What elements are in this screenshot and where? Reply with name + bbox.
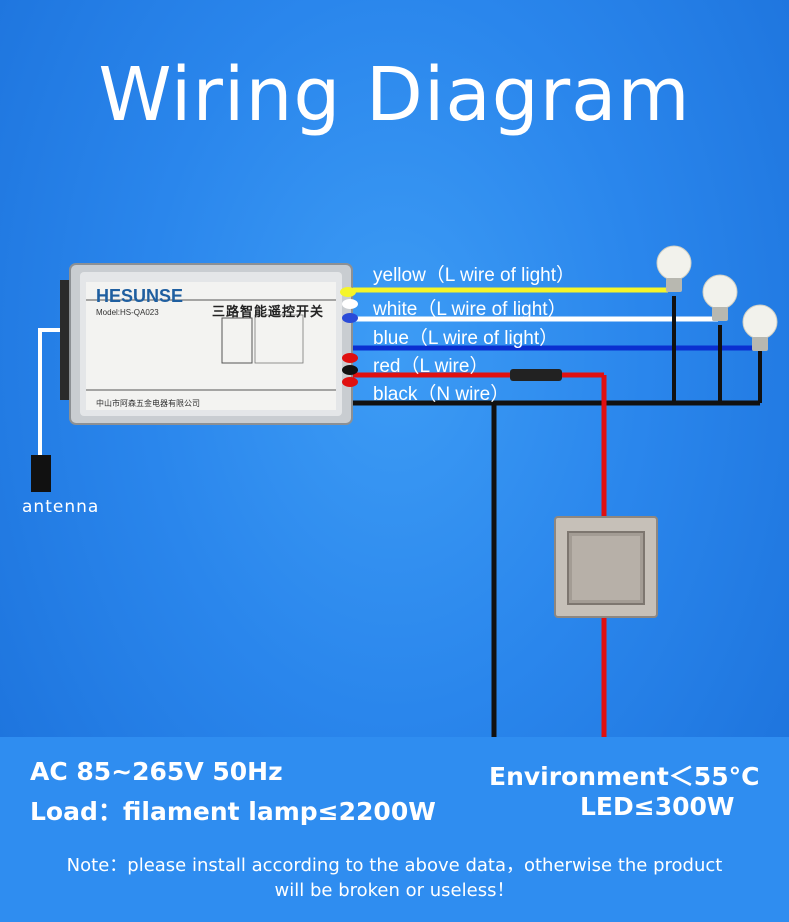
antenna-tip (31, 455, 51, 492)
wire-label-red: red（L wire） (373, 356, 489, 377)
wire-label-black: black（N wire） (373, 384, 510, 405)
antenna-label: antenna (22, 497, 100, 517)
wire-label-yellow: yellow（L wire of light） (373, 265, 576, 286)
spec-load: Load：filament lamp≤2200W (30, 797, 436, 826)
bulb-3 (742, 304, 778, 351)
specs-panel (0, 737, 789, 922)
wall-switch (554, 516, 658, 618)
page-title: Wiring Diagram (98, 52, 691, 138)
bulb-1 (656, 245, 692, 292)
device-name: 三路智能遥控开关 (212, 305, 325, 320)
note-line-2: will be broken or useless！ (274, 880, 515, 901)
wire-label-blue: blue（L wire of light） (373, 328, 559, 349)
wire-label-white: white（L wire of light） (373, 299, 567, 320)
inline-connector (510, 369, 562, 381)
receiver-device (60, 263, 358, 425)
spec-environment: Environment＜55°C (489, 762, 760, 791)
spec-led: LED≤300W (580, 792, 735, 821)
spec-voltage: AC 85~265V 50Hz (30, 757, 283, 786)
device-maker: 中山市阿森五金电器有限公司 (96, 399, 200, 408)
device-brand: HESUNSE (96, 286, 184, 306)
device-model: Model:HS-QA023 (96, 308, 159, 317)
diagram-svg (31, 245, 778, 737)
note-line-1: Note：please install according to the abo… (66, 855, 723, 876)
bulb-2 (702, 274, 738, 321)
